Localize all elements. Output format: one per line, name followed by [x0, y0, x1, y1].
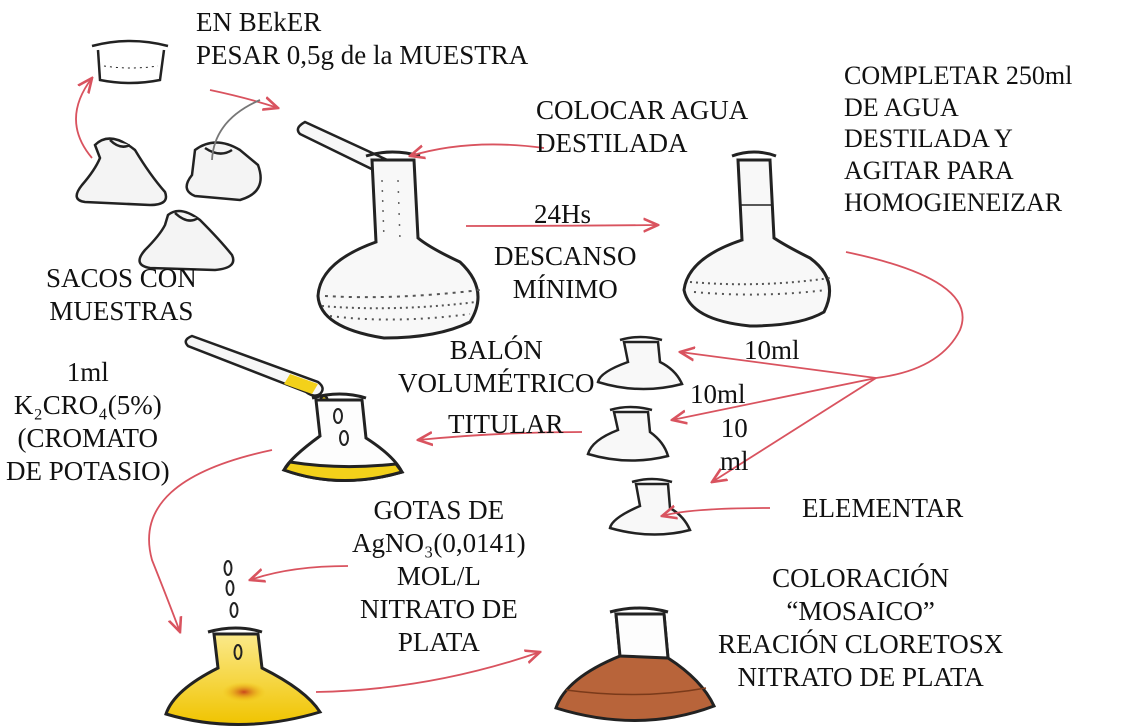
cromato-label: 1ml K₂CRO₄(5%) (CROMATO DE POTASIO) — [6, 357, 170, 486]
beaker-label: EN BEkER PESAR 0,5g de la MUESTRA — [196, 7, 529, 70]
time-label: 24Hs — [534, 199, 592, 229]
sacos-label: SACOS CON MUESTRAS — [46, 263, 197, 326]
process-arrows — [75, 78, 964, 693]
coloracion-label: COLORACIÓN “MOSAICO” REACIÓN CLORETOSX N… — [718, 563, 1004, 692]
balon-label: BALÓN VOLUMÉTRICO — [398, 335, 595, 398]
ml-label-3: 10 ml — [720, 413, 749, 476]
drops-icon — [223, 560, 239, 618]
erlenmeyer-flask-3-icon — [608, 477, 692, 536]
descanso-label: DESCANSO MÍNIMO — [494, 241, 637, 304]
yellow-erlenmeyer-flask-icon — [281, 392, 405, 482]
ml-label-2: 10ml — [690, 379, 746, 409]
completar-label: COMPLETAR 250ml DE AGUA DESTILADA Y AGIT… — [844, 61, 1073, 217]
pipette-icon — [184, 334, 330, 410]
elementar-label: ELEMENTAR — [802, 493, 964, 523]
erlenmeyer-flask-2-icon — [586, 405, 670, 462]
small-beaker-icon — [91, 39, 169, 85]
brown-flask-icon — [554, 606, 717, 722]
agua-label: COLOCAR AGUA DESTILADA — [536, 95, 749, 158]
ml-label-1: 10ml — [744, 335, 800, 365]
volumetric-flask-left-icon — [316, 150, 481, 340]
volumetric-flask-right-icon — [682, 150, 832, 328]
erlenmeyer-flask-1-icon — [596, 335, 684, 391]
gotas-label: GOTAS DE AgNO₃(0,0141) MOL/L NITRATO DE … — [352, 495, 526, 657]
titular-label: TITULAR — [448, 409, 564, 439]
yellow-flask-red-spot-icon — [164, 626, 323, 727]
sample-bags-icon — [75, 137, 262, 272]
